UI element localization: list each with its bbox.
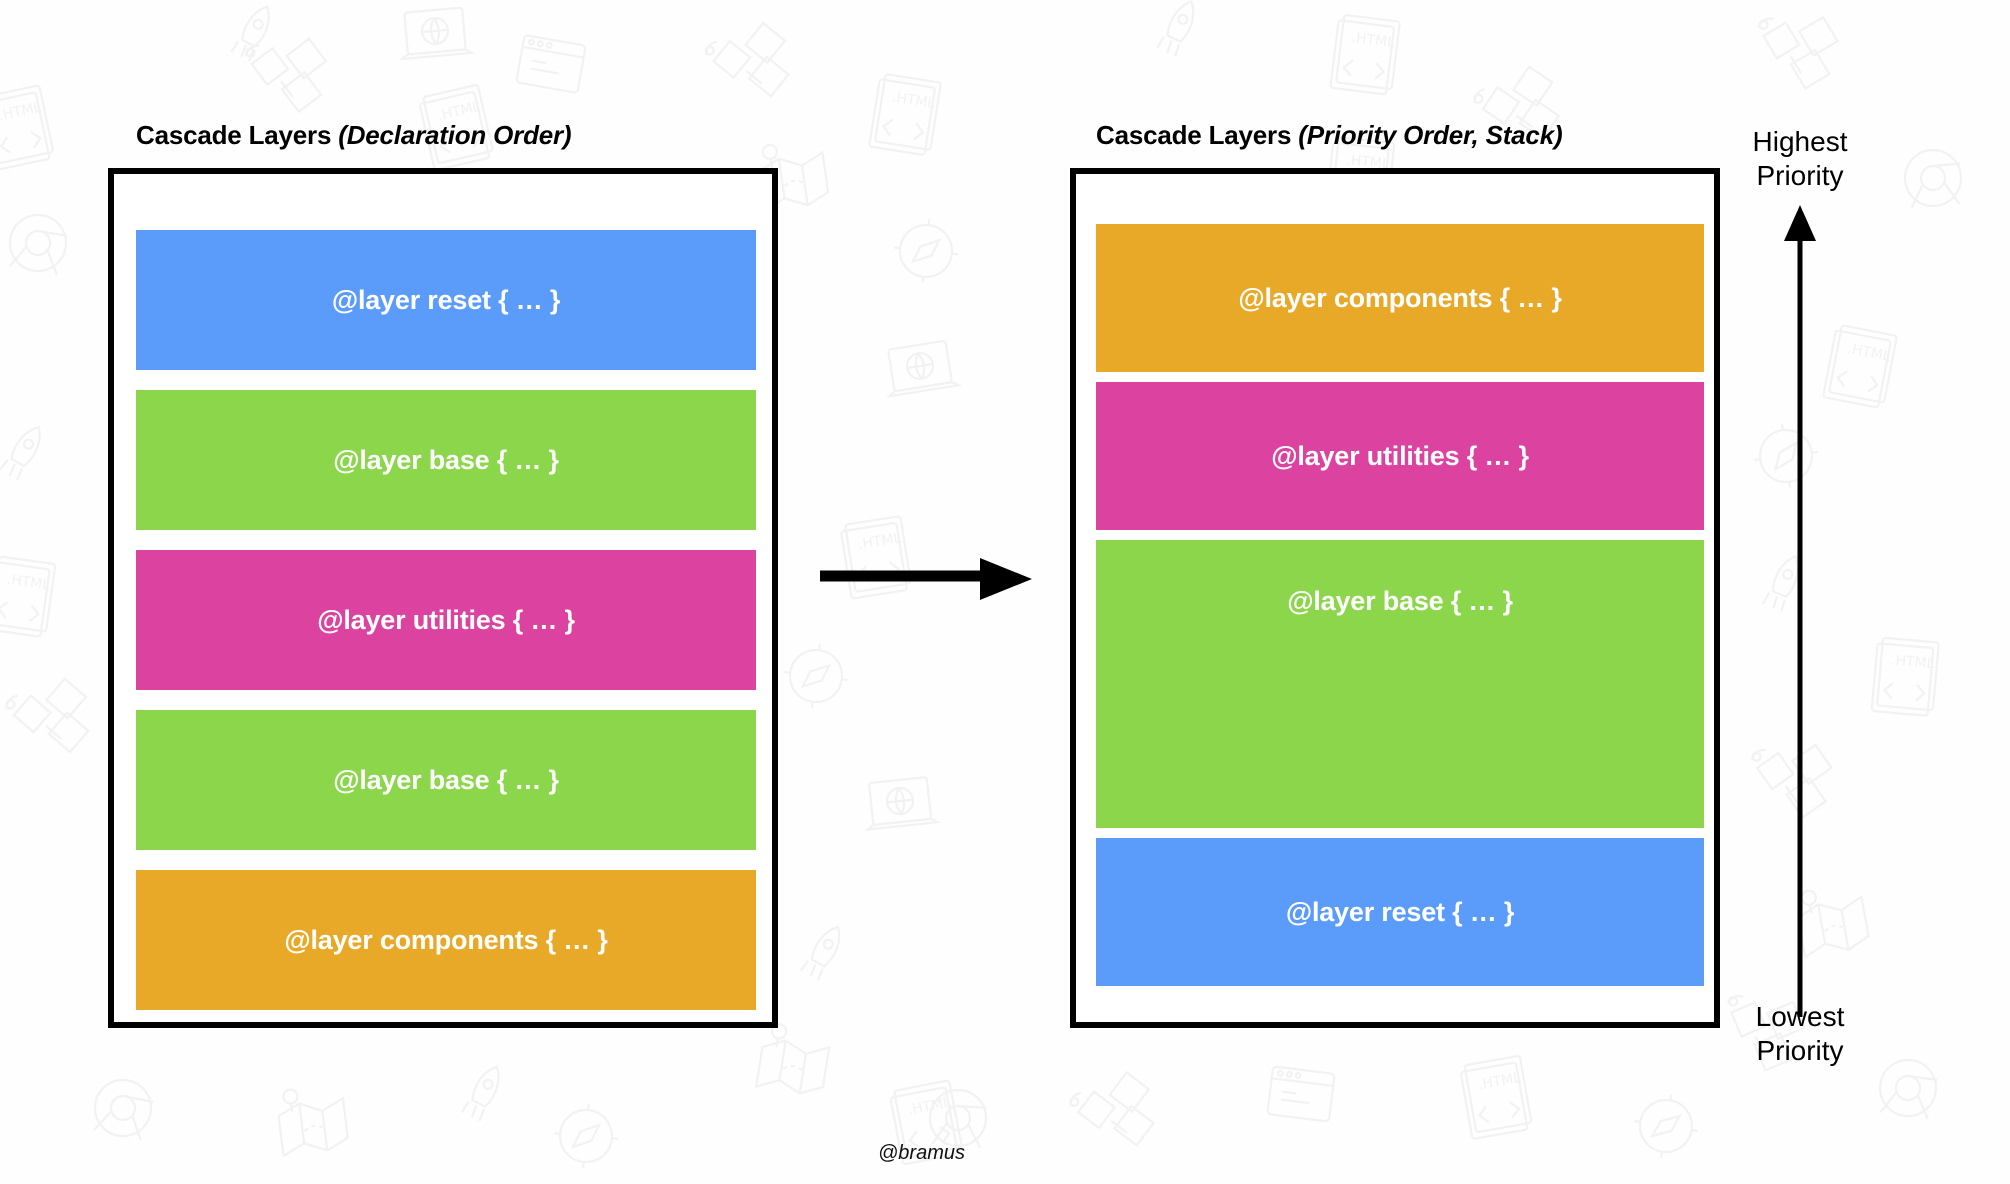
layer-block-label: @layer base { … } — [333, 764, 559, 795]
layer-block-utilities-priority[interactable]: @layer utilities { … } — [1096, 382, 1704, 530]
right-panel-box: @layer components { … } @layer utilities… — [1070, 168, 1720, 1028]
left-panel-title-main: Cascade Layers — [136, 120, 339, 150]
layer-block-label: @layer reset { … } — [1285, 896, 1515, 927]
layer-block-label: @layer utilities { … } — [1271, 440, 1529, 471]
layer-block-base-declaration-2[interactable]: @layer base { … } — [136, 710, 756, 850]
layer-block-label: @layer base { … } — [333, 444, 559, 475]
layer-block-label: @layer reset { … } — [331, 284, 561, 315]
layer-block-label: @layer components { … } — [284, 924, 608, 955]
priority-direction-arrow-icon — [1784, 205, 1816, 1017]
layer-block-reset-priority[interactable]: @layer reset { … } — [1096, 838, 1704, 986]
right-panel-title-main: Cascade Layers — [1096, 120, 1299, 150]
left-panel-title-emphasis: (Declaration Order) — [338, 120, 572, 150]
layer-block-label: @layer base { … } — [1287, 586, 1513, 616]
layer-block-components-priority[interactable]: @layer components { … } — [1096, 224, 1704, 372]
transform-arrow-icon — [820, 558, 1032, 600]
lowest-priority-label: Lowest Priority — [1700, 1000, 1900, 1068]
layer-block-label: @layer utilities { … } — [317, 604, 575, 635]
left-panel-box: @layer reset { … } @layer base { … } @la… — [108, 168, 778, 1028]
highest-priority-label: Highest Priority — [1700, 125, 1900, 193]
highest-priority-line2: Priority — [1756, 160, 1844, 192]
author-credit: @bramus — [878, 1142, 965, 1164]
right-panel-title-emphasis: (Priority Order, Stack) — [1298, 120, 1563, 150]
layer-block-utilities-declaration[interactable]: @layer utilities { … } — [136, 550, 756, 690]
lowest-priority-line1: Lowest — [1755, 1001, 1845, 1032]
right-panel-title: Cascade Layers (Priority Order, Stack) — [1096, 120, 1563, 151]
layer-block-components-declaration[interactable]: @layer components { … } — [136, 870, 756, 1010]
layer-block-label: @layer components { … } — [1238, 282, 1562, 313]
layer-block-base-priority[interactable]: @layer base { … } — [1096, 540, 1704, 828]
lowest-priority-line2: Priority — [1756, 1035, 1844, 1067]
layer-block-base-declaration-1[interactable]: @layer base { … } — [136, 390, 756, 530]
layer-block-reset-declaration[interactable]: @layer reset { … } — [136, 230, 756, 370]
left-panel-title: Cascade Layers (Declaration Order) — [136, 120, 572, 151]
highest-priority-line1: Highest — [1752, 126, 1848, 157]
